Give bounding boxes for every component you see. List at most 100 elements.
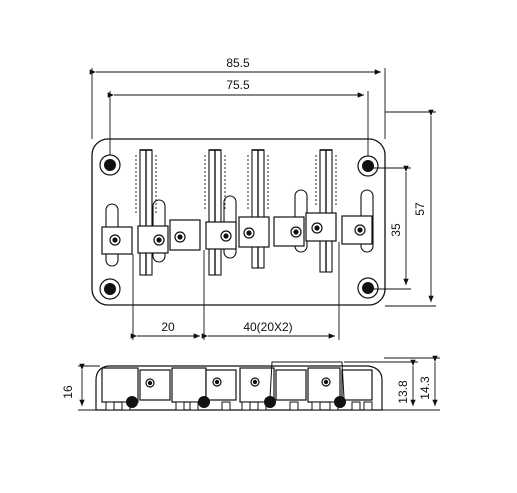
dimension-string-spacing bbox=[130, 242, 340, 340]
thread-dot bbox=[224, 203, 226, 205]
thread-dot bbox=[135, 187, 137, 189]
side-view bbox=[95, 365, 383, 411]
side-view-strings bbox=[126, 396, 346, 408]
saddle-3 bbox=[169, 219, 201, 251]
thread-dot bbox=[315, 175, 317, 177]
thread-dot bbox=[335, 155, 337, 157]
thread-dot bbox=[335, 167, 337, 169]
thread-dot bbox=[155, 203, 157, 205]
label-first-string-offset: 20 bbox=[161, 320, 175, 334]
thread-dot bbox=[135, 195, 137, 197]
thread-dot bbox=[315, 167, 317, 169]
thread-dot bbox=[155, 159, 157, 161]
thread-dot bbox=[267, 183, 269, 185]
mounting-hole-top-right bbox=[357, 155, 379, 177]
thread-dot bbox=[135, 155, 137, 157]
thread-dot bbox=[224, 167, 226, 169]
thread-dot bbox=[335, 195, 337, 197]
thread-dot bbox=[315, 179, 317, 181]
saddle-5 bbox=[238, 216, 270, 248]
thread-dot bbox=[204, 203, 206, 205]
thread-dot bbox=[155, 155, 157, 157]
thread-dot bbox=[135, 203, 137, 205]
thread-dot bbox=[247, 163, 249, 165]
thread-dot bbox=[155, 207, 157, 209]
saddle-8 bbox=[341, 215, 373, 245]
thread-dot bbox=[224, 191, 226, 193]
thread-dot bbox=[267, 159, 269, 161]
thread-dot bbox=[247, 175, 249, 177]
side-saddle-6 bbox=[275, 369, 307, 401]
thread-markings bbox=[135, 155, 337, 213]
thread-dot bbox=[335, 159, 337, 161]
mounting-hole-bottom-right bbox=[357, 277, 379, 299]
thread-dot bbox=[247, 195, 249, 197]
thread-dot bbox=[204, 163, 206, 165]
thread-dot bbox=[155, 163, 157, 165]
thread-dot bbox=[315, 203, 317, 205]
thread-dot bbox=[315, 155, 317, 157]
thread-dot bbox=[204, 179, 206, 181]
label-hole-spacing-width: 75.5 bbox=[226, 78, 250, 92]
thread-dot bbox=[247, 199, 249, 201]
thread-dot bbox=[247, 167, 249, 169]
label-overall-height: 57 bbox=[413, 202, 427, 216]
thread-dot bbox=[224, 179, 226, 181]
side-saddle-8 bbox=[341, 369, 373, 401]
thread-dot bbox=[335, 199, 337, 201]
thread-dot bbox=[204, 199, 206, 201]
thread-dot bbox=[135, 191, 137, 193]
thread-dot bbox=[315, 187, 317, 189]
thread-dot bbox=[224, 187, 226, 189]
thread-dot bbox=[155, 175, 157, 177]
thread-dot bbox=[247, 179, 249, 181]
saddle-2 bbox=[137, 225, 169, 254]
side-view-string-line bbox=[269, 361, 345, 399]
thread-dot bbox=[335, 183, 337, 185]
thread-dot bbox=[224, 199, 226, 201]
saddle-7 bbox=[305, 212, 337, 242]
thread-dot bbox=[224, 171, 226, 173]
thread-dot bbox=[315, 171, 317, 173]
thread-dot bbox=[204, 183, 206, 185]
thread-dot bbox=[335, 163, 337, 165]
thread-dot bbox=[135, 183, 137, 185]
mounting-hole-top-left bbox=[99, 154, 121, 176]
thread-dot bbox=[155, 195, 157, 197]
thread-dot bbox=[267, 175, 269, 177]
thread-dot bbox=[315, 183, 317, 185]
thread-dot bbox=[247, 207, 249, 209]
label-side-height-total: 16 bbox=[61, 385, 75, 399]
thread-dot bbox=[247, 159, 249, 161]
thread-dot bbox=[267, 199, 269, 201]
thread-dot bbox=[267, 195, 269, 197]
thread-dot bbox=[155, 183, 157, 185]
label-side-height-a: 13.8 bbox=[396, 380, 410, 404]
thread-dot bbox=[135, 179, 137, 181]
thread-dot bbox=[267, 203, 269, 205]
thread-dot bbox=[224, 159, 226, 161]
thread-dot bbox=[224, 175, 226, 177]
thread-dot bbox=[315, 159, 317, 161]
screw-2 bbox=[208, 149, 222, 276]
thread-dot bbox=[315, 199, 317, 201]
saddle-4 bbox=[205, 221, 237, 250]
thread-dot bbox=[135, 207, 137, 209]
thread-dot bbox=[247, 203, 249, 205]
thread-dot bbox=[267, 167, 269, 169]
thread-dot bbox=[267, 179, 269, 181]
thread-dot bbox=[204, 207, 206, 209]
thread-dot bbox=[204, 195, 206, 197]
dimension-side-b bbox=[384, 355, 440, 406]
thread-dot bbox=[204, 187, 206, 189]
thread-dot bbox=[247, 191, 249, 193]
thread-dot bbox=[335, 171, 337, 173]
thread-dot bbox=[267, 171, 269, 173]
label-string-spacing: 40(20X2) bbox=[243, 320, 292, 334]
label-hole-spacing-height: 35 bbox=[389, 223, 403, 237]
mounting-hole-bottom-left bbox=[99, 278, 121, 300]
screw-4 bbox=[319, 149, 333, 273]
thread-dot bbox=[267, 155, 269, 157]
